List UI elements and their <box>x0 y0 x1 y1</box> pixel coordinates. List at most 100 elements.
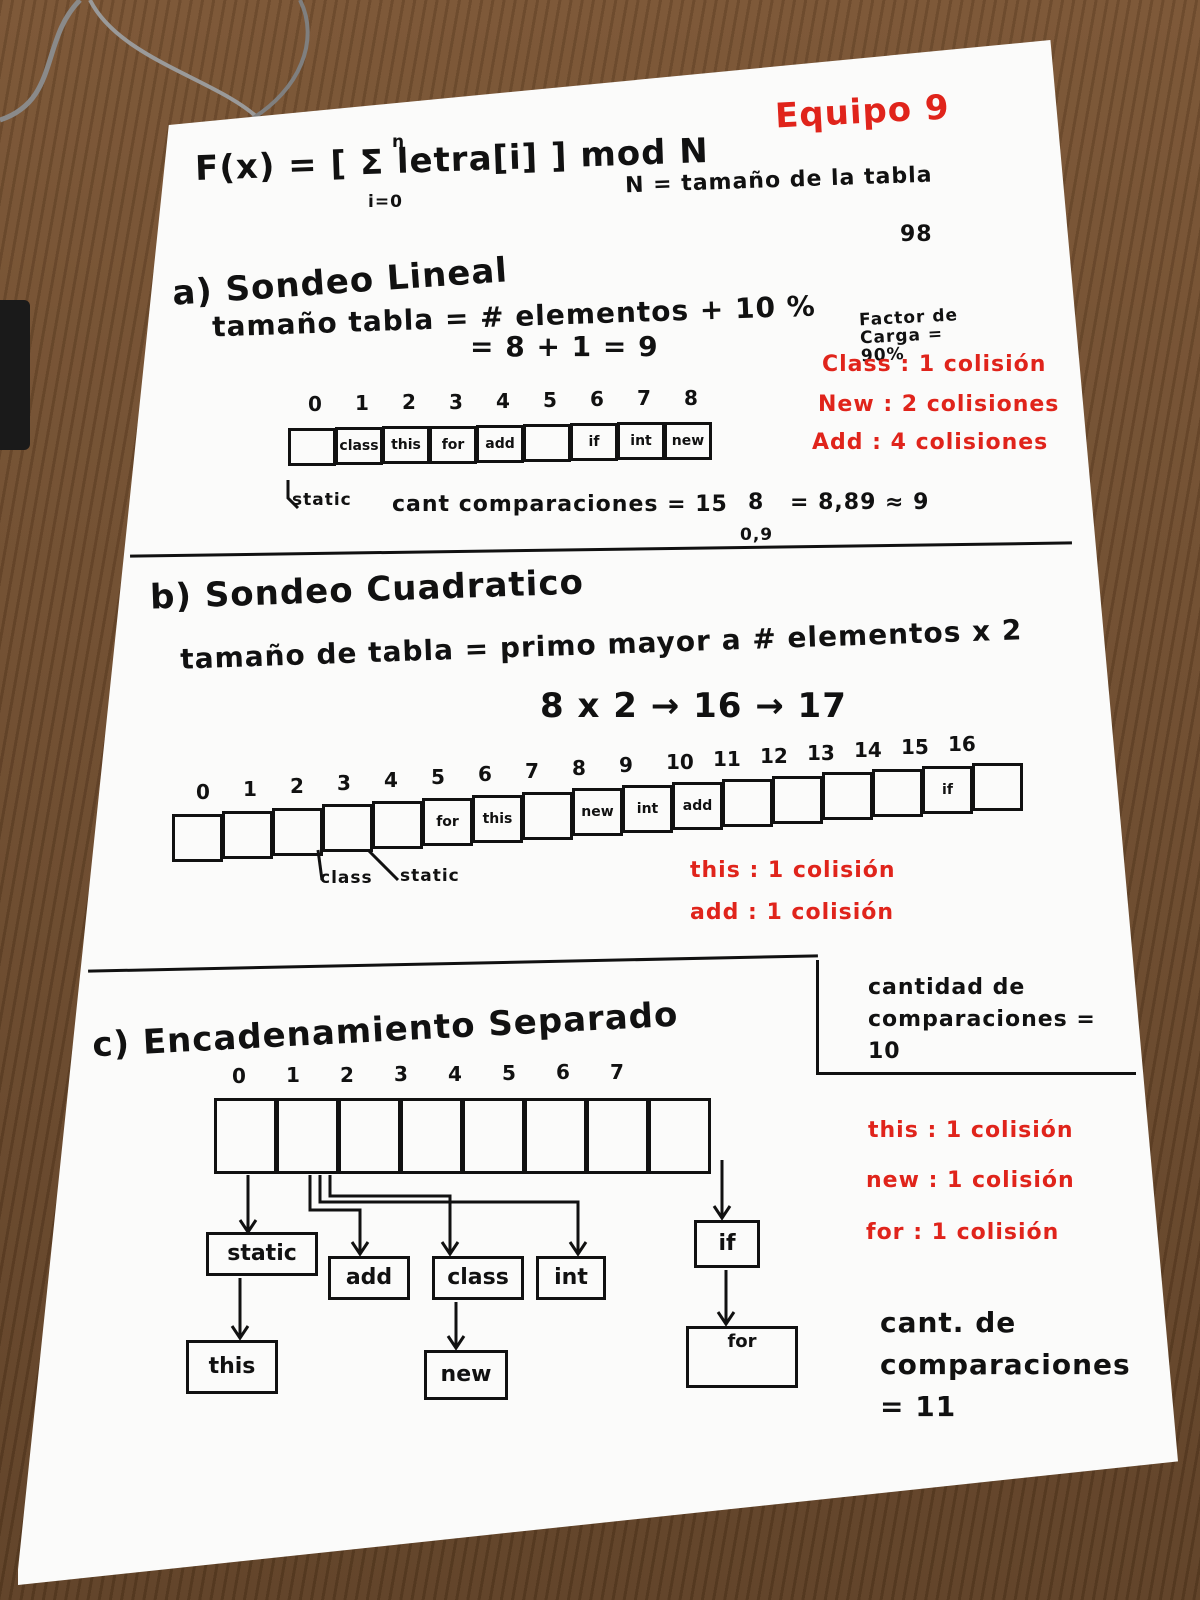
quadratic-index: 3 <box>337 771 351 795</box>
linear-cell <box>523 424 571 462</box>
chain-node-this: this <box>186 1340 278 1394</box>
chaining-cell <box>276 1098 339 1174</box>
quadratic-cell <box>222 810 273 859</box>
linear-collision: Class : 1 colisión <box>822 352 1047 377</box>
linear-cell: add <box>476 424 524 463</box>
chain-node-class: class <box>432 1256 524 1300</box>
chaining-index: 7 <box>610 1059 624 1084</box>
quadratic-cell <box>822 772 873 821</box>
chaining-collision: for : 1 colisión <box>866 1220 1060 1245</box>
chaining-cell <box>338 1098 401 1174</box>
chaining-collision: new : 1 colisión <box>866 1168 1075 1193</box>
chain-node-static: static <box>206 1232 318 1276</box>
quadratic-cell <box>972 762 1023 811</box>
calc-numerator: 8 <box>748 490 765 515</box>
chaining-cell <box>524 1098 587 1174</box>
quadratic-collision: this : 1 colisión <box>690 858 896 883</box>
linear-index: 7 <box>637 386 651 411</box>
linear-index: 4 <box>496 388 510 413</box>
chain-node-add: add <box>328 1256 410 1300</box>
quadratic-cell <box>272 807 323 856</box>
quadratic-index: 1 <box>243 777 257 801</box>
linear-cell: class <box>335 427 383 466</box>
quadratic-index: 7 <box>525 759 539 783</box>
linear-index: 5 <box>543 388 557 412</box>
linear-comparisons: cant comparaciones = 15 <box>392 492 728 517</box>
linear-collision: New : 2 colisiones <box>818 392 1060 417</box>
sum-upper-limit: n <box>392 132 406 152</box>
linear-index: 1 <box>355 391 369 416</box>
quadratic-cell <box>372 801 423 850</box>
quadratic-index: 0 <box>196 780 210 804</box>
chain-node-int: int <box>536 1256 606 1300</box>
chaining-comparisons: cant. de comparaciones = 11 <box>880 1306 1131 1423</box>
chain-node-new: new <box>424 1350 508 1400</box>
quadratic-index: 5 <box>431 765 445 789</box>
sum-lower-limit: i=0 <box>368 192 403 212</box>
quadratic-index: 10 <box>666 750 694 774</box>
quadratic-cell <box>722 778 773 827</box>
chaining-box-note: cantidad de comparaciones = 10 <box>868 975 1096 1064</box>
quadratic-index: 13 <box>807 741 835 765</box>
linear-index: 0 <box>308 392 322 416</box>
linear-index: 3 <box>449 389 463 414</box>
black-device <box>0 300 30 450</box>
quadratic-index: 4 <box>384 768 398 792</box>
chaining-cell <box>400 1098 463 1174</box>
quadratic-index: 8 <box>572 756 586 780</box>
linear-index: 8 <box>684 385 698 410</box>
linear-cell: int <box>617 422 665 461</box>
chaining-index: 5 <box>502 1061 516 1085</box>
quadratic-cell: for <box>422 798 473 846</box>
quadratic-index: 16 <box>948 732 976 756</box>
chaining-cell <box>648 1098 711 1174</box>
linear-index: 2 <box>402 390 416 415</box>
quadratic-index: 2 <box>290 774 304 798</box>
quadratic-collision: add : 1 colisión <box>690 900 895 925</box>
chaining-index: 6 <box>556 1060 570 1085</box>
linear-cell <box>288 428 336 466</box>
chaining-collision: this : 1 colisión <box>868 1118 1074 1143</box>
quadratic-cell <box>772 775 823 824</box>
calc-denominator: 0,9 <box>740 525 774 545</box>
chaining-cell <box>214 1098 277 1174</box>
calc-result: = 8,89 ≈ 9 <box>790 490 930 515</box>
chain-node-for: for <box>686 1326 798 1388</box>
chaining-index: 3 <box>394 1062 408 1087</box>
pointer-label-static: static <box>292 490 352 510</box>
linear-equation-2: = 8 + 1 = 9 <box>470 330 659 363</box>
chaining-index: 1 <box>286 1063 300 1088</box>
quadratic-index: 11 <box>713 747 741 771</box>
quadratic-index: 9 <box>619 753 633 777</box>
paper-sheet <box>18 40 1178 1585</box>
quadratic-cell <box>522 791 573 840</box>
linear-cell: for <box>429 425 477 464</box>
divider <box>816 960 819 1072</box>
quadratic-cell: int <box>622 785 673 834</box>
chaining-index: 2 <box>340 1062 354 1087</box>
chaining-cell <box>586 1098 649 1174</box>
quadratic-index: 6 <box>478 762 492 786</box>
chaining-index: 0 <box>232 1064 246 1088</box>
quadratic-cell <box>172 814 223 862</box>
quadratic-cell: add <box>672 782 723 830</box>
linear-percent-note: 98 <box>900 222 933 247</box>
linear-cell: if <box>570 423 618 462</box>
quadratic-label-class: class <box>320 868 373 888</box>
quadratic-label-static: static <box>400 866 460 886</box>
quadratic-cell <box>872 769 923 818</box>
linear-collision: Add : 4 colisiones <box>812 430 1049 455</box>
chaining-index: 4 <box>448 1061 462 1086</box>
linear-cell: this <box>382 426 430 465</box>
quadratic-index: 14 <box>854 738 882 762</box>
quadratic-cell: if <box>922 766 973 814</box>
quadratic-cell <box>322 804 373 853</box>
linear-index: 6 <box>590 387 604 412</box>
chain-node-if: if <box>694 1220 760 1268</box>
quadratic-cell: new <box>572 788 623 837</box>
quadratic-index: 12 <box>760 744 788 768</box>
chaining-cell <box>462 1098 525 1174</box>
quadratic-index: 15 <box>901 735 929 759</box>
quadratic-cell: this <box>472 794 523 843</box>
